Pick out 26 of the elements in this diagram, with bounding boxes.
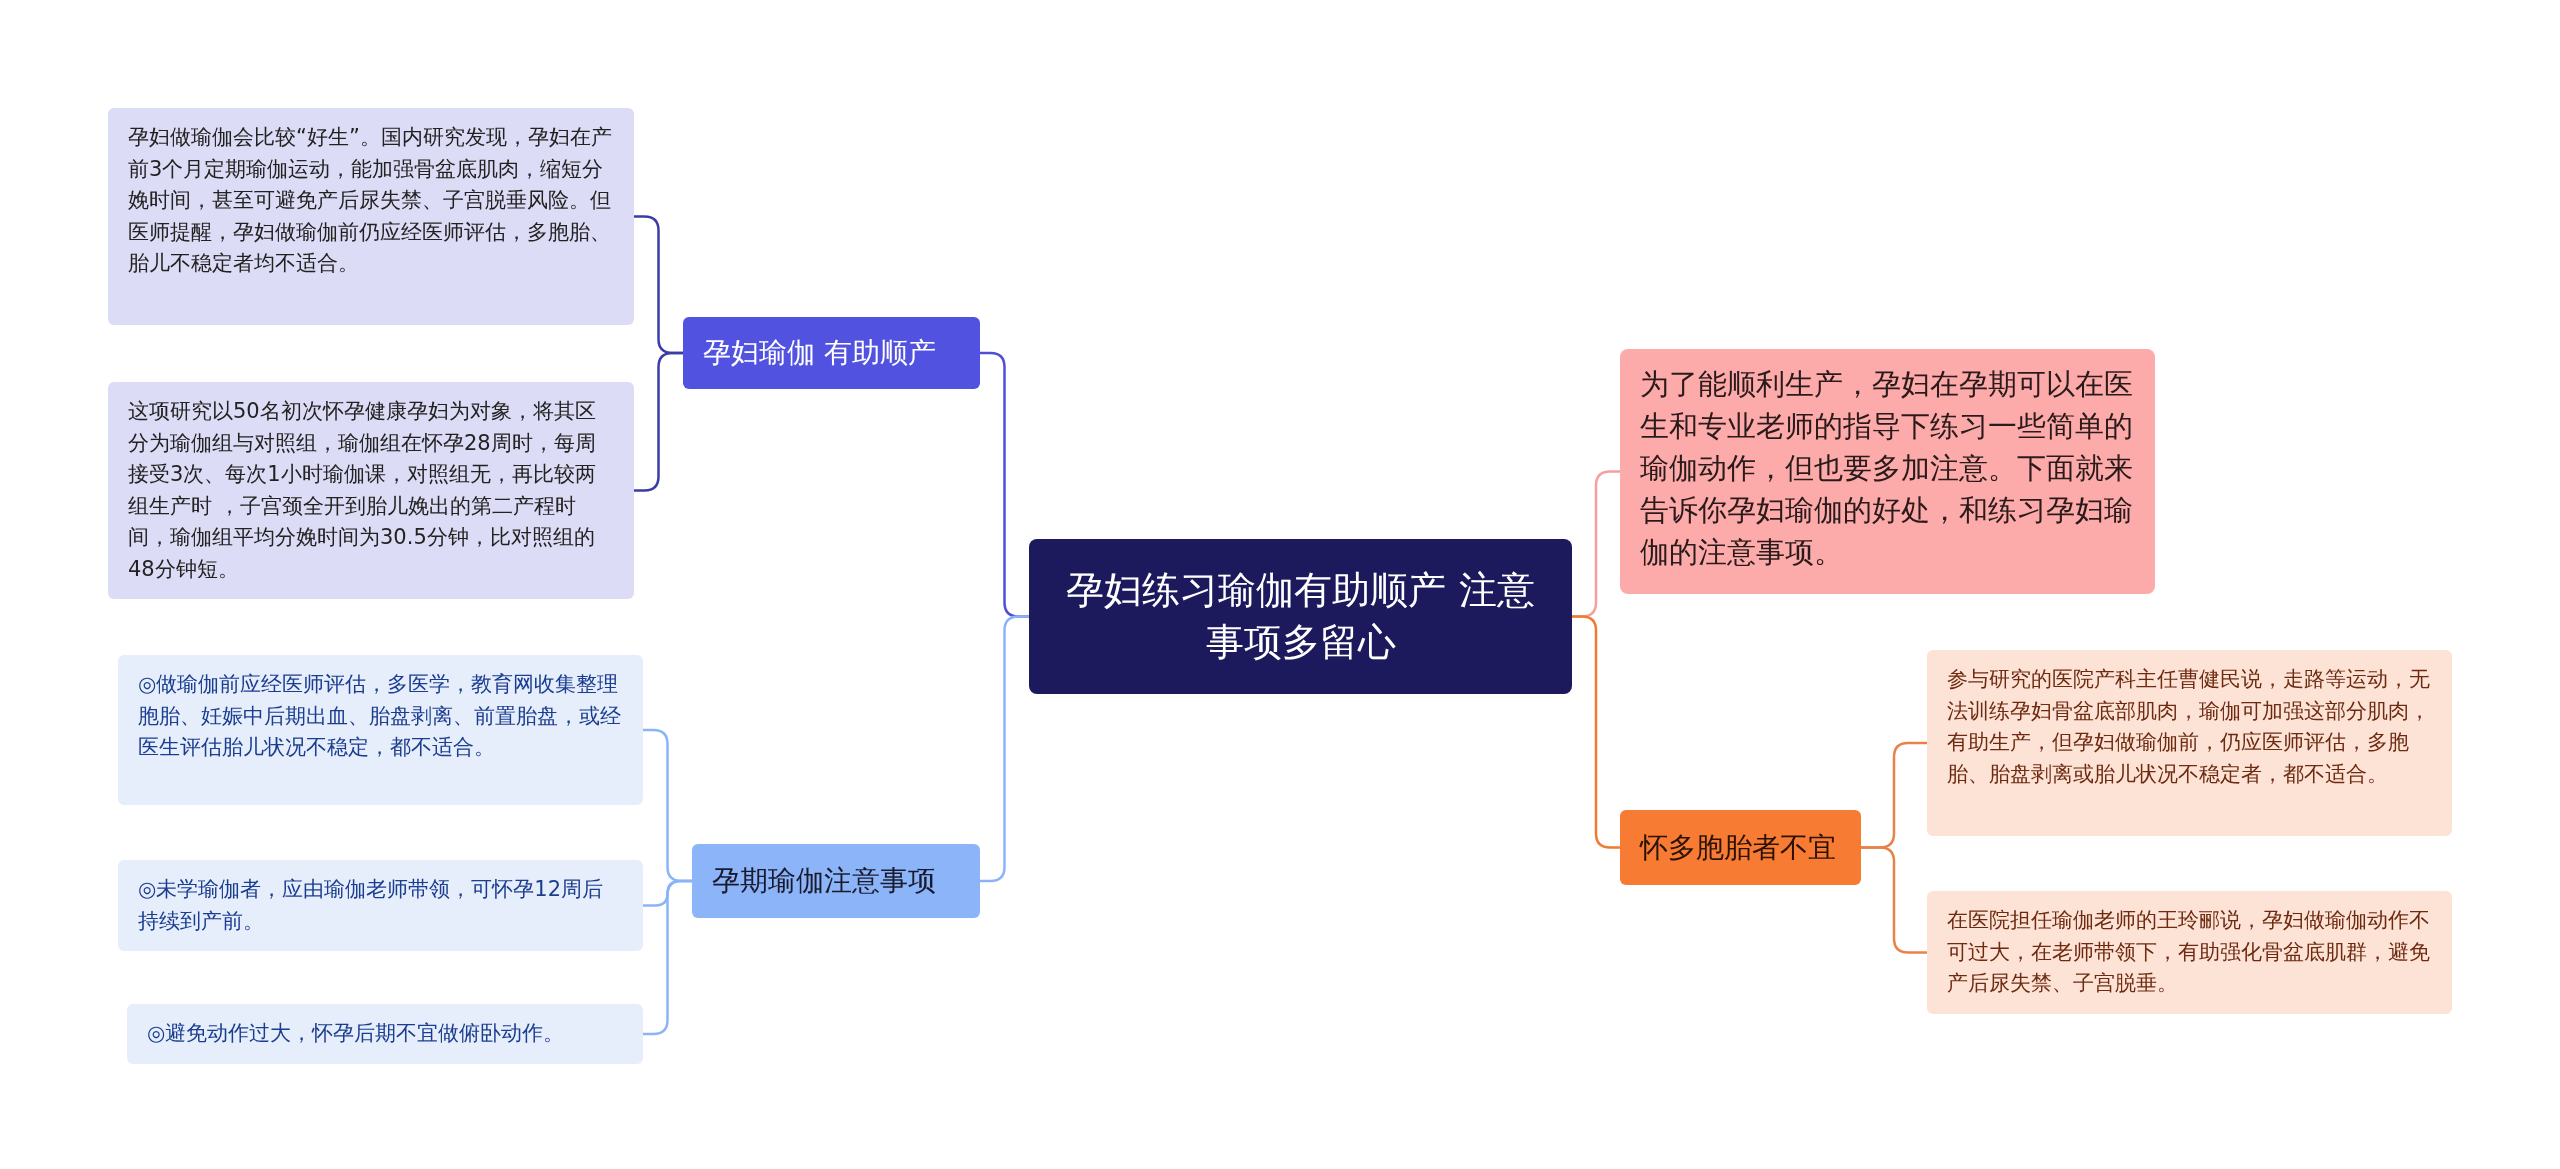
- note-card: [1927, 650, 2452, 836]
- topic-text: ◎避免动作过大，怀孕后期不宜做俯卧动作。: [147, 1020, 566, 1047]
- topic-text: 怀多胞胎者不宜: [1640, 829, 1837, 866]
- note-card: [108, 382, 634, 599]
- central-topic: [1029, 539, 1572, 694]
- branch-topic: [692, 844, 980, 918]
- note-card: [127, 1004, 643, 1064]
- topic-text: ◎做瑜伽前应经医师评估，多医学，教育网收集整理胞胎、妊娠中后期出血、胎盘剥离、前置胎盘，或经医生评估胎儿状况不稳定，都不适合。: [138, 671, 622, 761]
- topic-text: 孕妇瑜伽 有助顺产: [703, 335, 937, 371]
- branch-topic: [1620, 810, 1861, 885]
- connector-line: [1572, 615, 1620, 849]
- topic-text: 孕期瑜伽注意事项: [712, 863, 937, 899]
- branch-topic: [683, 317, 980, 389]
- note-card: [118, 860, 643, 951]
- topic-text: 在医院担任瑜伽老师的王玲郦说，孕妇做瑜伽动作不可过大，在老师带领下，有助强化骨盆底肌群，避免产后尿失禁、子宫脱垂。: [1947, 907, 2431, 997]
- topic-text: 这项研究以50名初次怀孕健康孕妇为对象，将其区分为瑜伽组与对照组，瑜伽组在怀孕28周时，每周接受3次、每次1小时瑜伽课，对照组无，再比较两组生产时 ，子宫颈全开到胎儿娩出的第二产程时间，瑜伽组平均分娩时间为30.5分钟，比对照组的48分钟短。: [128, 398, 597, 583]
- topic-text: 参与研究的医院产科主任曹健民说，走路等运动，无法训练孕妇骨盆底部肌肉，瑜伽可加强这部分肌肉，有助生产，但孕妇做瑜伽前，仍应医师评估，多胞胎、胎盘剥离或胎儿状况不稳定者，都不适合。: [1947, 666, 2431, 788]
- connector-line: [1861, 846, 1927, 954]
- note-card: [108, 108, 634, 325]
- topic-text: 孕妇练习瑜伽有助顺产 注意事项多留心: [1065, 567, 1536, 666]
- summary-card: [1620, 349, 2155, 594]
- topic-text: 孕妇做瑜伽会比较“好生”。国内研究发现，孕妇在产前3个月定期瑜伽运动，能加强骨盆底肌肉，缩短分娩时间，甚至可避免产后尿失禁、子宫脱垂风险。但医师提醒，孕妇做瑜伽前仍应经医师评估，多胞胎、胎儿不稳定者均不适合。: [128, 124, 613, 277]
- note-card: [1927, 891, 2452, 1014]
- topic-text: 为了能顺利生产，孕妇在孕期可以在医生和专业老师的指导下练习一些简单的瑜伽动作，但也要多加注意。下面就来告诉你孕妇瑜伽的好处，和练习孕妇瑜伽的注意事项。: [1640, 366, 2134, 572]
- topic-text: ◎未学瑜伽者，应由瑜伽老师带领，可怀孕12周后持续到产前。: [138, 876, 605, 935]
- note-card: [118, 655, 643, 805]
